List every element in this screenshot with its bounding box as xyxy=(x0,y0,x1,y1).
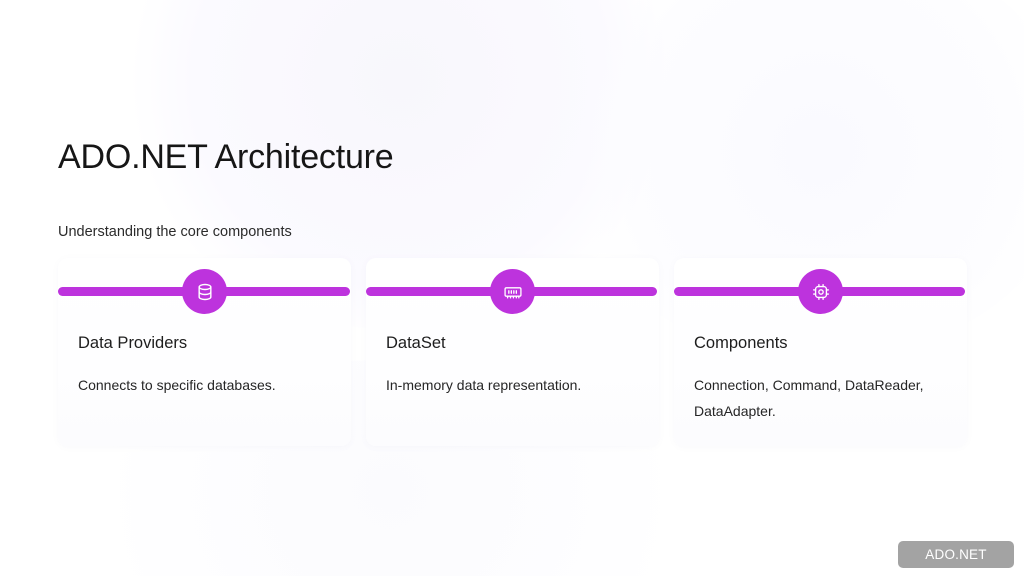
step-description-3: Connection, Command, DataReader, DataAda… xyxy=(694,377,924,419)
step-title-3: Components xyxy=(694,334,788,352)
database-icon xyxy=(195,282,215,302)
timeline: Data Providers Connects to specific data… xyxy=(0,258,1024,458)
page-title: ADO.NET Architecture xyxy=(58,138,394,176)
timeline-icon-bubble-3[interactable] xyxy=(798,269,843,314)
page-subtitle: Understanding the core components xyxy=(58,224,292,240)
step-title-1: Data Providers xyxy=(78,334,188,352)
step-description-2: In-memory data representation. xyxy=(386,377,582,393)
step-description-1: Connects to specific databases. xyxy=(78,377,276,393)
timeline-icon-bubble-2[interactable] xyxy=(490,269,535,314)
cpu-chip-icon xyxy=(811,282,831,302)
step-title-2: DataSet xyxy=(386,334,446,352)
timeline-icon-bubble-1[interactable] xyxy=(182,269,227,314)
memory-chip-icon xyxy=(503,282,523,302)
footer-badge[interactable]: ADO.NET xyxy=(898,541,1014,568)
